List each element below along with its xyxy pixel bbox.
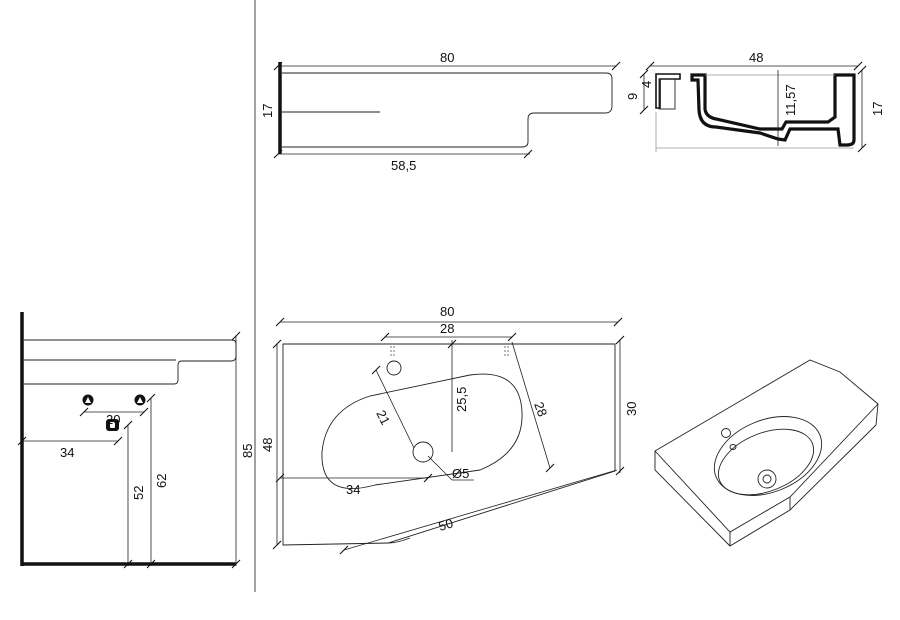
dim-lip: 4	[639, 81, 654, 88]
dim-tap-offset: 25,5	[454, 387, 469, 412]
top-view: 80 28 25,5 21 28 34 Ø5 48 30	[260, 304, 639, 555]
dim-drain-height: 52	[131, 486, 146, 500]
dim-bowl-radius: 21	[373, 408, 393, 428]
dim-bowl-depth: 11,57	[783, 84, 798, 116]
dim-rim-height: 9	[625, 93, 640, 100]
dim-side-height: 17	[260, 104, 275, 118]
dim-basin-height: 85	[240, 444, 255, 458]
dim-front-edge: 50	[437, 515, 455, 533]
dim-hole-spacing: 28	[440, 321, 454, 336]
dim-tap-spacing: 20	[106, 412, 120, 427]
dim-side-depth: 58,5	[391, 158, 416, 173]
dim-top-depth: 48	[260, 438, 275, 452]
dim-tap-height: 62	[154, 474, 169, 488]
dim-section-width: 48	[749, 50, 763, 65]
side-view: 80 58,5 17	[260, 50, 621, 173]
dim-section-height: 17	[870, 102, 885, 116]
dim-width-from-wall: 34	[60, 445, 74, 460]
dim-drain-from-left: 34	[346, 482, 360, 497]
dim-drain-diameter: Ø5	[452, 466, 469, 481]
isometric-view	[654, 359, 879, 547]
cross-section-view: 48 11,57 17 9 4	[625, 50, 885, 153]
wall-mount-view: 20 34 52 62 85	[17, 312, 255, 569]
dim-side-width: 80	[440, 50, 454, 65]
dim-right-depth: 30	[624, 402, 639, 416]
dim-bowl-length: 28	[531, 400, 550, 419]
dim-top-width: 80	[440, 304, 454, 319]
